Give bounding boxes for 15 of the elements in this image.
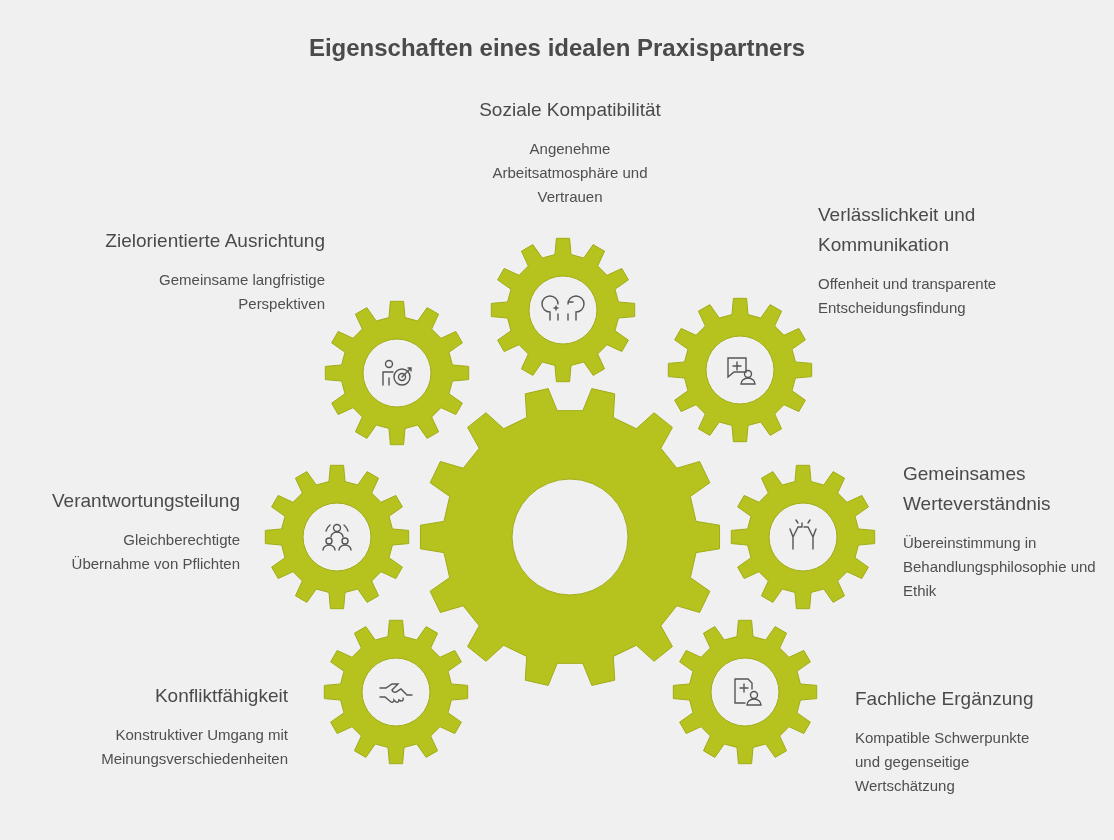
- heading-text: Fachliche Ergänzung: [855, 687, 1035, 711]
- description-text: Angenehme Arbeitsatmosphäre und Vertrauen: [491, 139, 649, 207]
- description-text: Übereinstimmung in Behandlungsphilosophie und Ethik: [903, 533, 1097, 601]
- heading-text: Verantwortungsteilung: [51, 489, 240, 513]
- description-text: Konstruktiver Umgang mit Meinungsverschiedenheiten: [100, 725, 288, 769]
- description-text: Kompatible Schwerpunkte und gegenseitige Wertschätzung: [855, 728, 1031, 796]
- heading-text: Verlässlichkeit und Kommunikation: [818, 203, 977, 257]
- description-text: Gleichberechtigte Übernahme von Pflichten: [70, 530, 240, 574]
- heading-text: Zielorientierte Ausrichtung: [104, 229, 325, 253]
- description-text: Gemeinsame langfristige Perspektiven: [158, 270, 325, 314]
- description-text: Offenheit und transparente Entscheidungsfindung: [818, 274, 998, 318]
- heading-text: Soziale Kompatibilität: [478, 98, 662, 122]
- heading-text: Konfliktfähigkeit: [153, 684, 288, 708]
- diagram-title: Eigenschaften eines idealen Praxispartners: [307, 34, 807, 62]
- heading-text: Gemeinsames Werteverständnis: [903, 462, 1052, 516]
